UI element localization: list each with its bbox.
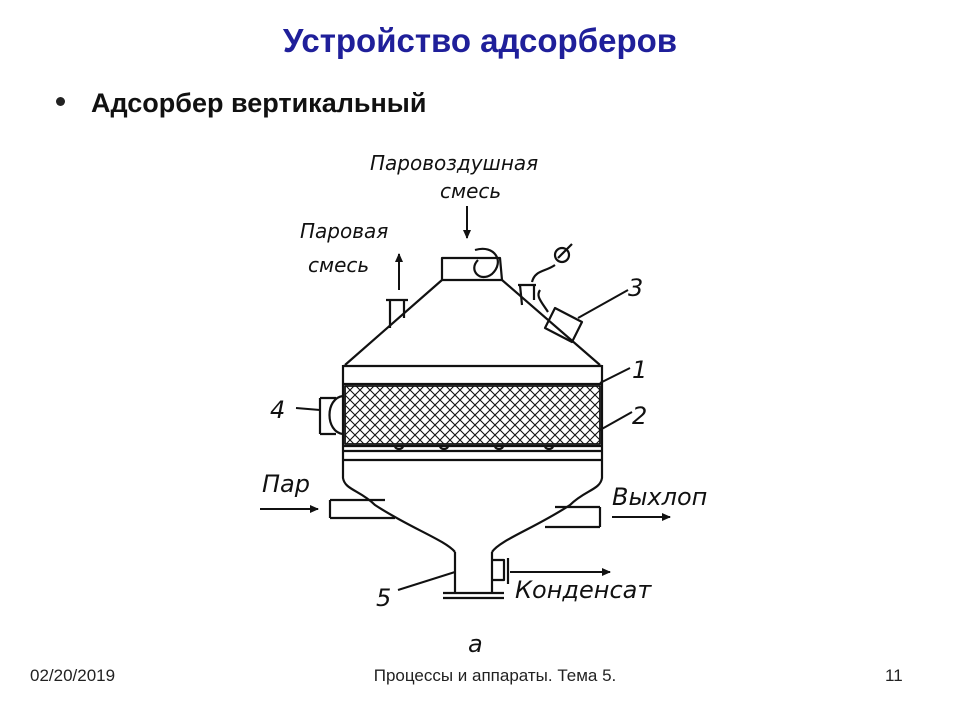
bullet-text: Адсорбер вертикальный — [91, 88, 427, 118]
label-exhaust: Выхлоп — [612, 483, 707, 511]
adsorbent-bed — [344, 385, 601, 445]
label-part-3: 3 — [628, 274, 643, 302]
label-condensate: Конденсат — [515, 576, 652, 604]
steam-mixture-nozzle — [386, 298, 408, 328]
condensate-outlet — [453, 552, 494, 592]
label-steam-air-mixture-2: смесь — [440, 179, 501, 203]
label-part-2: 2 — [632, 402, 647, 430]
label-steam-air-mixture: Паровоздушная — [370, 151, 538, 175]
label-part-4: 4 — [270, 396, 285, 424]
figure-letter: а — [468, 630, 483, 658]
manhole — [328, 394, 344, 436]
label-part-1: 1 — [632, 356, 647, 384]
label-steam: Пар — [262, 470, 310, 498]
top-inlet-spiral — [473, 247, 499, 279]
footer-date: 02/20/2019 — [30, 666, 116, 685]
top-nozzle — [440, 256, 504, 281]
footer-title: Процессы и аппараты. Тема 5. — [373, 666, 617, 685]
bottom-cone — [341, 460, 604, 553]
steam-inlet-pipe — [328, 498, 395, 520]
top-cone — [344, 278, 601, 366]
bullet-dot-icon — [56, 97, 65, 106]
bullet-item: Адсорбер вертикальный — [50, 88, 426, 119]
label-steam-mixture-2: смесь — [308, 253, 369, 277]
side-fitting — [543, 306, 584, 344]
exhaust-pipe — [545, 505, 602, 529]
slide-title: Устройство адсорберов — [282, 22, 678, 59]
label-part-5: 5 — [376, 584, 391, 612]
vessel-body — [341, 365, 604, 460]
page-number: 11 — [885, 666, 903, 685]
label-steam-mixture: Паровая — [300, 219, 388, 243]
